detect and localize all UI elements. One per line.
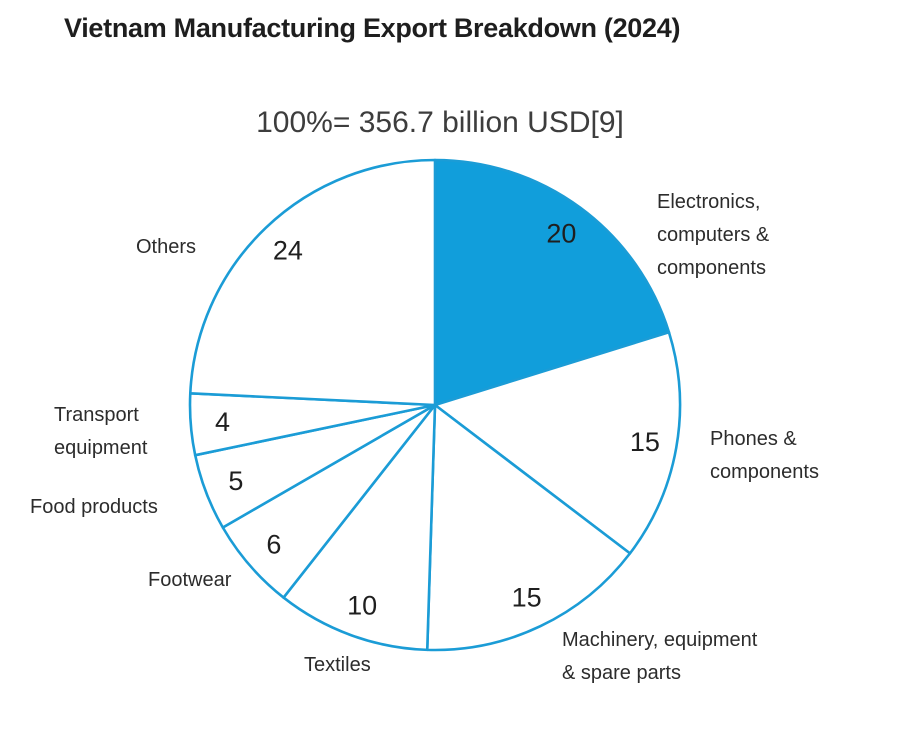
pie-value-phones: 15 <box>630 427 660 457</box>
slice-label-line: components <box>657 257 766 279</box>
pie-value-textiles: 10 <box>347 590 377 620</box>
slice-label-line: computers & <box>657 224 770 246</box>
slice-label-line: Others <box>136 236 197 258</box>
slice-label-transport: Transport equipment <box>54 399 147 465</box>
pie-slice-machinery <box>425 403 632 652</box>
pie-value-food: 5 <box>228 466 243 496</box>
pie-value-footwear: 6 <box>266 530 281 560</box>
slice-label-line: Transport <box>54 404 139 426</box>
pie-value-transport: 4 <box>215 407 230 437</box>
slice-label-line: Electronics, <box>657 191 761 213</box>
slice-label-textiles: Textiles <box>304 649 371 682</box>
pie-value-electronics: 20 <box>546 218 576 248</box>
pie-slice-electronics <box>433 158 671 407</box>
slice-label-food: Food products <box>30 491 158 524</box>
pie-slice-phones <box>433 330 682 555</box>
slice-label-line: Phones & <box>710 428 797 450</box>
slice-label-line: Food products <box>30 496 158 518</box>
slice-label-line: Machinery, equipment <box>562 629 758 651</box>
chart-subtitle: 100%= 356.7 billion USD[9] <box>256 106 624 139</box>
slice-label-line: components <box>710 461 819 483</box>
slice-label-line: equipment <box>54 437 148 459</box>
slice-label-line: & spare parts <box>562 662 681 684</box>
pie-slice-others <box>188 158 437 407</box>
slice-label-line: Textiles <box>304 654 371 676</box>
slice-label-electronics: Electronics, computers & components <box>657 186 769 285</box>
pie-value-others: 24 <box>273 236 303 266</box>
chart-title: Vietnam Manufacturing Export Breakdown (… <box>64 13 681 43</box>
slice-label-machinery: Machinery, equipment & spare parts <box>562 624 757 690</box>
slice-label-others: Others <box>136 231 196 264</box>
pie-value-machinery: 15 <box>512 583 542 613</box>
slice-label-line: Footwear <box>148 569 232 591</box>
pie-slice-textiles <box>282 403 437 652</box>
slice-label-footwear: Footwear <box>148 564 231 597</box>
slice-label-phones: Phones & components <box>710 423 819 489</box>
